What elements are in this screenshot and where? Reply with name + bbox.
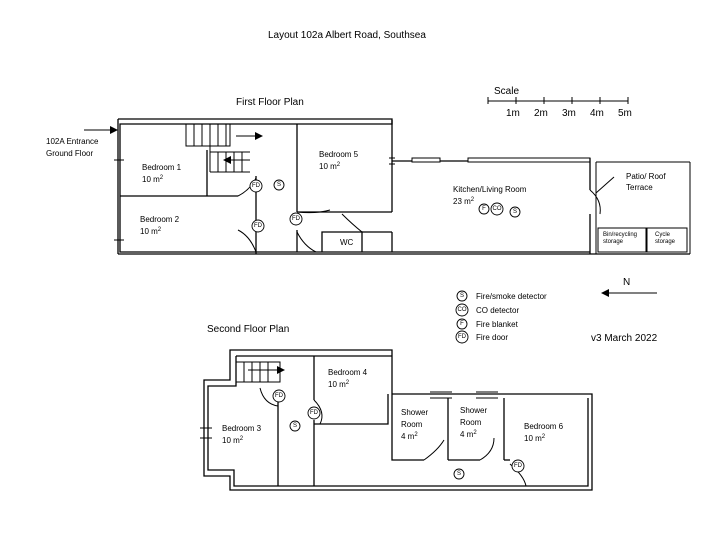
first-floor-heading: First Floor Plan xyxy=(236,97,304,108)
bin-storage-line1: Bin/recycling xyxy=(603,232,637,238)
svg-text:FD: FD xyxy=(252,183,261,189)
smoke-detector-icon: S xyxy=(453,468,465,480)
legend-blanket-label: Fire blanket xyxy=(476,320,519,329)
smoke-detector-icon: S xyxy=(289,420,301,432)
bedroom4-area: 10 m2 xyxy=(328,380,350,389)
svg-text:FD: FD xyxy=(254,223,263,229)
legend-co-icon: CO xyxy=(455,303,469,317)
legend-co-label: CO detector xyxy=(476,306,519,315)
svg-text:S: S xyxy=(513,209,517,215)
shower1-area: 4 m2 xyxy=(401,432,418,441)
svg-text:F: F xyxy=(460,321,464,327)
legend-smoke-label: Fire/smoke detector xyxy=(476,292,547,301)
svg-text:S: S xyxy=(457,471,461,477)
scale-tick-3m: 3m xyxy=(562,108,576,119)
cycle-storage-line1: Cycle xyxy=(655,232,671,238)
fire-door-icon: FD xyxy=(249,179,263,193)
scale-bar: Scale 1m 2m 3m 4m 5m xyxy=(487,86,632,119)
fire-door-icon: FD xyxy=(511,459,525,473)
kitchen-name: Kitchen/Living Room xyxy=(453,185,527,194)
cycle-storage-line2: storage xyxy=(655,239,676,245)
fire-door-icon: FD xyxy=(251,219,265,233)
shower1-line2: Room xyxy=(401,420,423,429)
scale-tick-5m: 5m xyxy=(618,108,632,119)
svg-text:FD: FD xyxy=(275,393,284,399)
svg-text:S: S xyxy=(293,423,297,429)
shower1-line1: Shower xyxy=(401,408,428,417)
smoke-detector-icon: S xyxy=(273,179,285,191)
north-label: N xyxy=(623,277,630,288)
bedroom2-name: Bedroom 2 xyxy=(140,215,180,224)
bedroom5-area: 10 m2 xyxy=(319,162,341,171)
fire-door-icon: FD xyxy=(307,406,321,420)
shower2-area: 4 m2 xyxy=(460,430,477,439)
svg-text:CO: CO xyxy=(493,206,502,212)
svg-text:FD: FD xyxy=(514,463,523,469)
bedroom1-name: Bedroom 1 xyxy=(142,163,182,172)
bedroom6-name: Bedroom 6 xyxy=(524,422,564,431)
fire-door-icon: FD xyxy=(289,212,303,226)
entrance-label-line1: 102A Entrance xyxy=(46,137,99,146)
svg-text:S: S xyxy=(460,293,464,299)
shower2-line2: Room xyxy=(460,418,482,427)
legend-firedoor-label: Fire door xyxy=(476,333,508,342)
patio-label-line1: Patio/ Roof xyxy=(626,172,666,181)
shower2-line1: Shower xyxy=(460,406,487,415)
entrance-label-line2: Ground Floor xyxy=(46,149,93,158)
second-floor-heading: Second Floor Plan xyxy=(207,324,289,335)
kitchen-area: 23 m2 xyxy=(453,197,475,206)
scale-tick-4m: 4m xyxy=(590,108,604,119)
first-floor-walls xyxy=(114,118,691,255)
svg-text:FD: FD xyxy=(310,410,319,416)
bedroom6-area: 10 m2 xyxy=(524,434,546,443)
bin-storage-line2: storage xyxy=(603,239,624,245)
patio-label-line2: Terrace xyxy=(626,183,653,192)
bedroom1-area: 10 m2 xyxy=(142,175,164,184)
bedroom5-name: Bedroom 5 xyxy=(319,150,359,159)
legend-firedoor-icon: FD xyxy=(455,330,469,344)
bedroom3-area: 10 m2 xyxy=(222,436,244,445)
svg-text:FD: FD xyxy=(458,334,467,340)
smoke-detector-icon: S xyxy=(509,206,521,218)
svg-text:S: S xyxy=(277,182,281,188)
legend-blanket-icon: F xyxy=(456,318,468,330)
version-label: v3 March 2022 xyxy=(591,333,658,344)
fire-door-icon: FD xyxy=(272,389,286,403)
svg-text:F: F xyxy=(482,206,486,212)
scale-tick-1m: 1m xyxy=(506,108,520,119)
bedroom2-area: 10 m2 xyxy=(140,227,162,236)
bedroom3-name: Bedroom 3 xyxy=(222,424,262,433)
svg-text:CO: CO xyxy=(458,307,467,313)
svg-text:FD: FD xyxy=(292,216,301,222)
legend-smoke-icon: S xyxy=(456,290,468,302)
scale-label: Scale xyxy=(494,86,519,97)
fire-blanket-icon: F xyxy=(478,203,490,215)
plan-title: Layout 102a Albert Road, Southsea xyxy=(268,30,426,41)
co-detector-icon: CO xyxy=(490,202,504,216)
scale-tick-2m: 2m xyxy=(534,108,548,119)
legend: S Fire/smoke detector CO CO detector F F… xyxy=(455,290,547,344)
second-floor-walls xyxy=(200,349,593,491)
wc-name: WC xyxy=(340,238,354,247)
bedroom4-name: Bedroom 4 xyxy=(328,368,368,377)
